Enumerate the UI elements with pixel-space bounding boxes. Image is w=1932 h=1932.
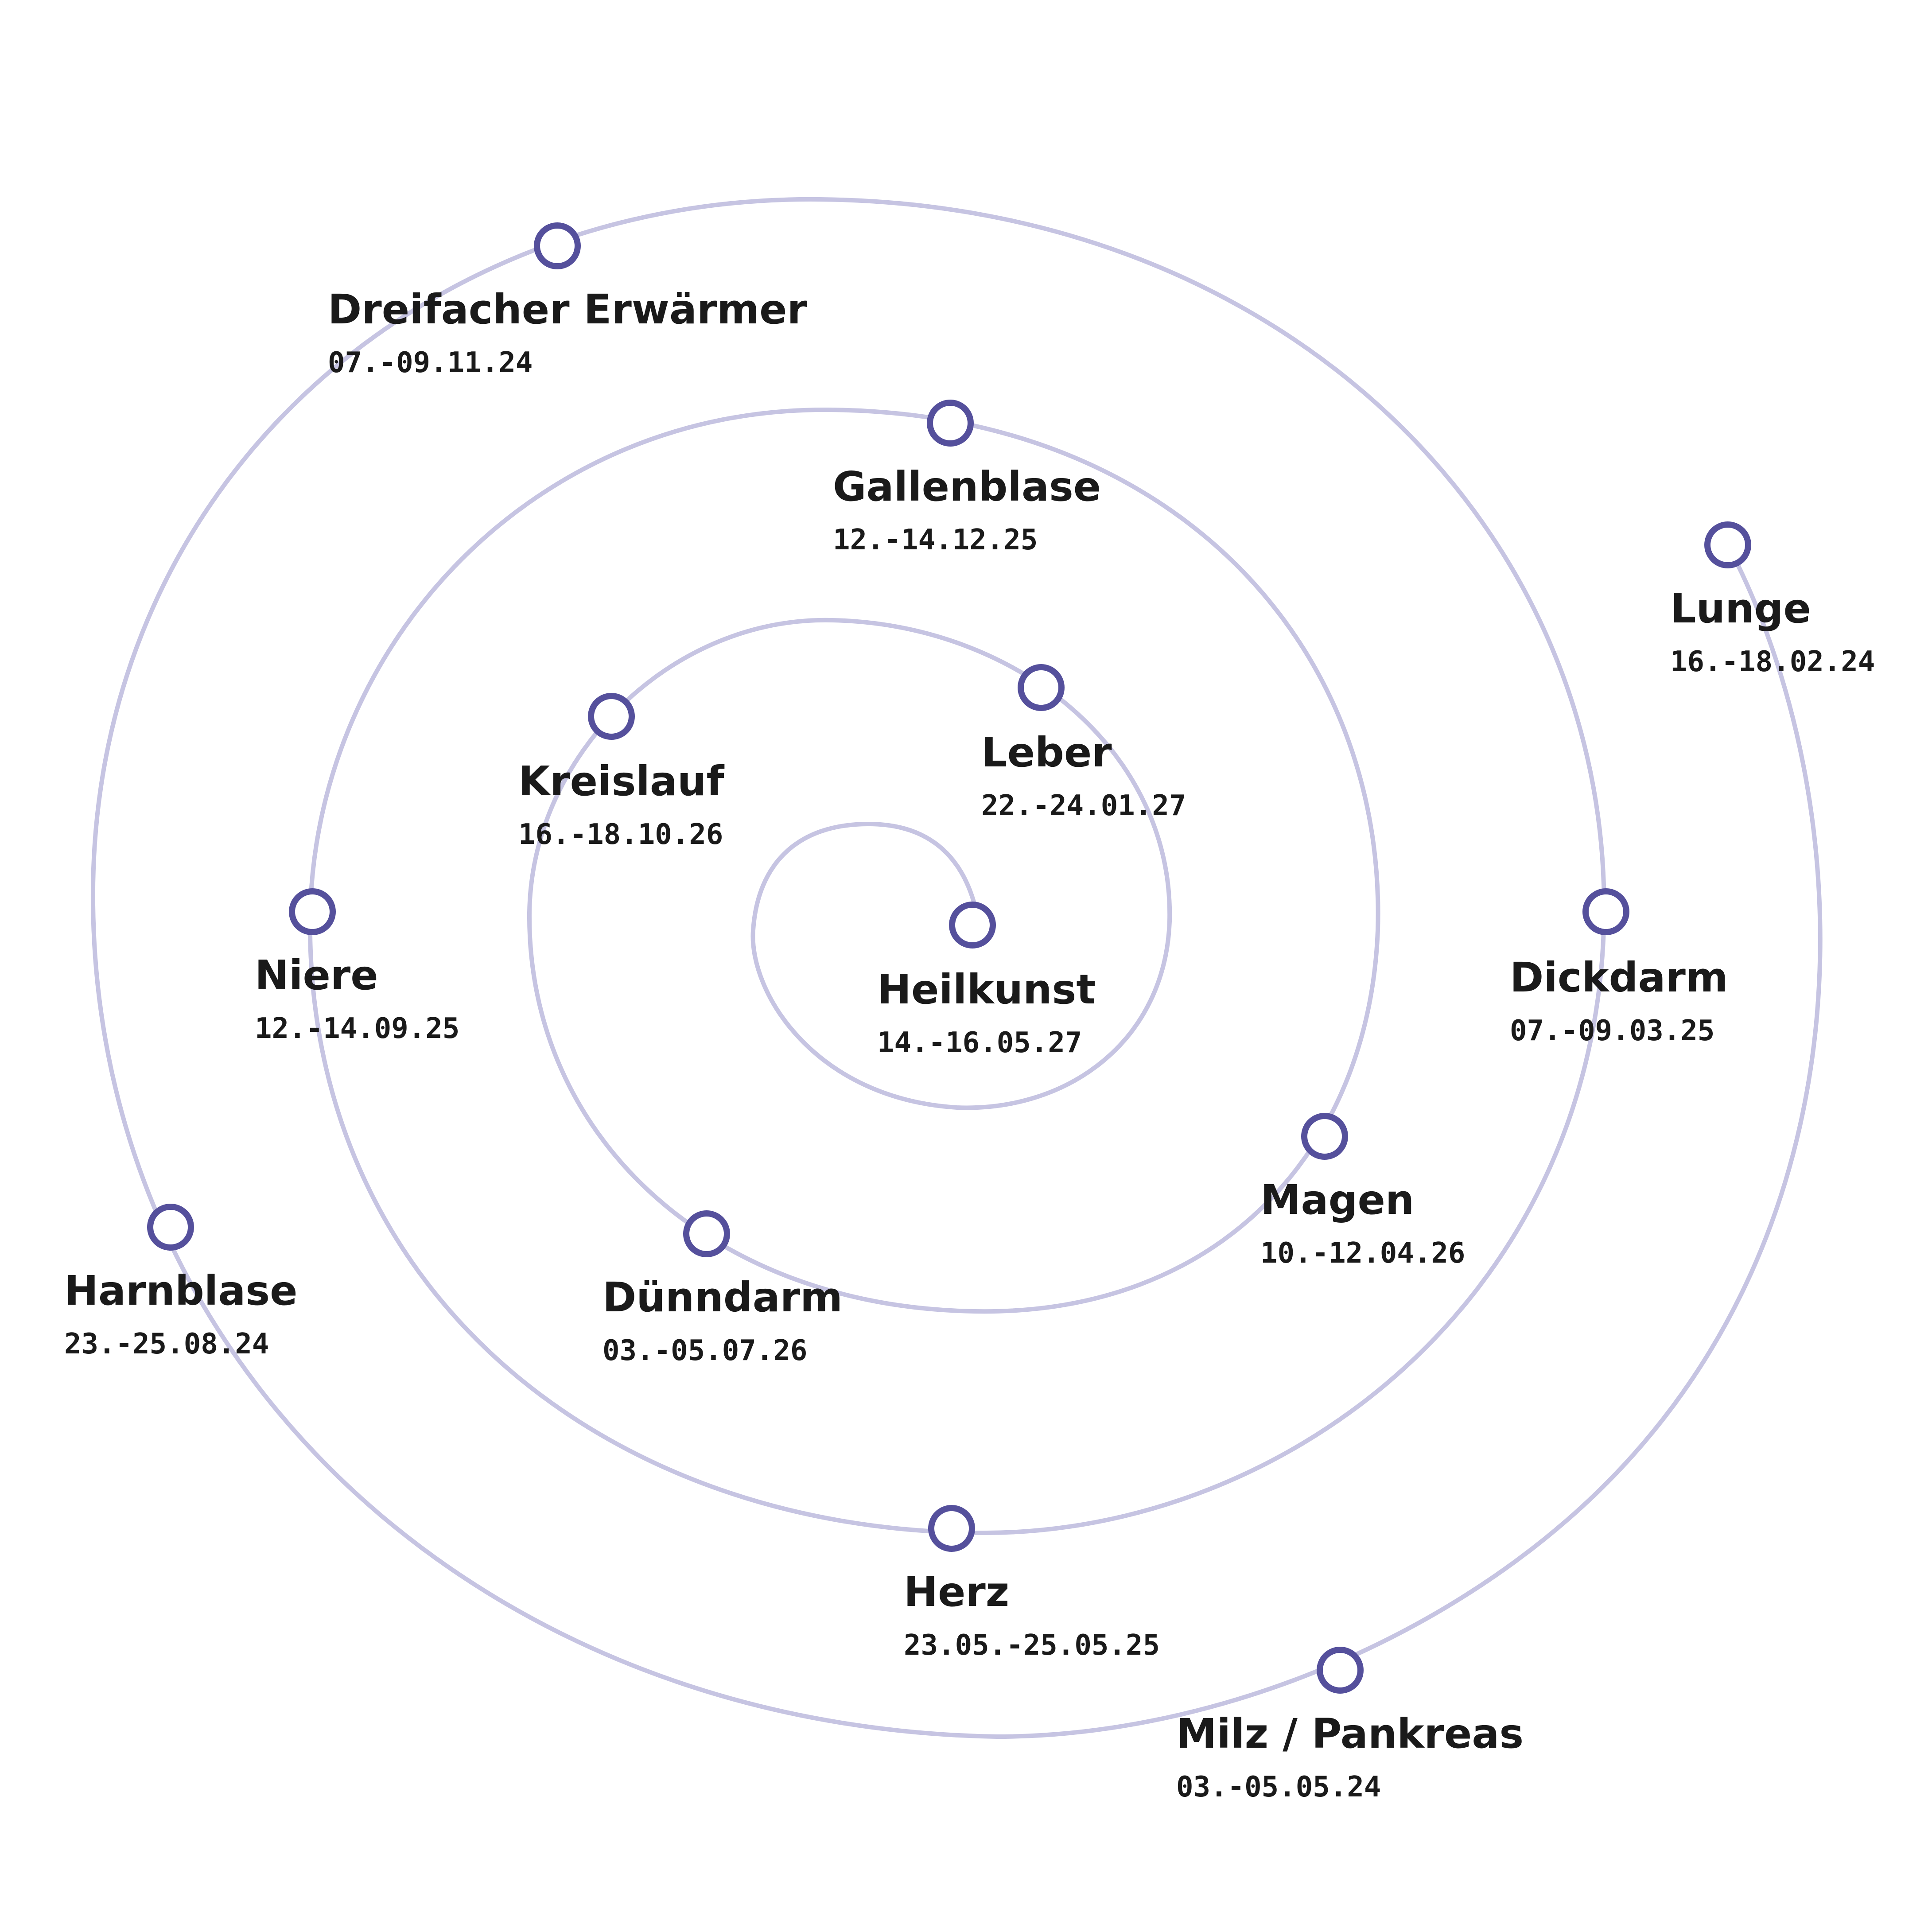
node-magen[interactable]: Magen 10.-12.04.26 xyxy=(1260,1113,1465,1270)
node-marker-icon xyxy=(683,1210,730,1257)
spiral-line xyxy=(90,197,1823,1739)
node-marker-icon xyxy=(1301,1113,1348,1160)
node-dickdarm[interactable]: Dickdarm 07.-09.03.25 xyxy=(1510,888,1728,1047)
node-name: Lunge xyxy=(1670,585,1811,632)
node-date: 03.-05.07.26 xyxy=(603,1334,807,1367)
node-marker-icon xyxy=(927,400,974,447)
node-marker-icon xyxy=(147,1204,194,1251)
node-date: 07.-09.11.24 xyxy=(328,346,533,379)
node-marker-icon xyxy=(588,693,635,740)
node-heilkunst[interactable]: Heilkunst 14.-16.05.27 xyxy=(877,902,1096,1059)
node-date: 14.-16.05.27 xyxy=(877,1026,1082,1059)
node-name: Milz / Pankreas xyxy=(1176,1710,1524,1757)
node-date: 12.-14.09.25 xyxy=(255,1012,459,1045)
node-name: Leber xyxy=(981,729,1112,776)
node-date: 16.-18.02.24 xyxy=(1670,645,1875,678)
node-date: 07.-09.03.25 xyxy=(1510,1015,1714,1047)
node-herz[interactable]: Herz 23.05.-25.05.25 xyxy=(904,1505,1160,1662)
node-date: 10.-12.04.26 xyxy=(1260,1237,1465,1270)
node-marker-icon xyxy=(1582,888,1629,935)
node-date: 22.-24.01.27 xyxy=(981,789,1186,822)
node-milz-pankreas[interactable]: Milz / Pankreas 03.-05.05.24 xyxy=(1176,1647,1524,1804)
node-harnblase[interactable]: Harnblase 23.-25.08.24 xyxy=(64,1204,298,1361)
node-duenndarm[interactable]: Dünndarm 03.-05.07.26 xyxy=(603,1210,843,1367)
node-leber[interactable]: Leber 22.-24.01.27 xyxy=(981,664,1186,822)
node-marker-icon xyxy=(1018,664,1065,711)
node-lunge[interactable]: Lunge 16.-18.02.24 xyxy=(1670,521,1875,678)
node-name: Dünndarm xyxy=(603,1274,843,1321)
node-date: 23.05.-25.05.25 xyxy=(904,1629,1160,1662)
node-name: Heilkunst xyxy=(877,966,1096,1013)
node-name: Dickdarm xyxy=(1510,954,1728,1001)
node-kreislauf[interactable]: Kreislauf 16.-18.10.26 xyxy=(518,693,724,851)
node-dreifacher-erwaermer[interactable]: Dreifacher Erwärmer 07.-09.11.24 xyxy=(328,222,808,379)
node-name: Herz xyxy=(904,1568,1009,1616)
node-date: 12.-14.12.25 xyxy=(833,524,1038,556)
node-name: Magen xyxy=(1260,1176,1414,1224)
node-name: Harnblase xyxy=(64,1267,298,1314)
node-date: 03.-05.05.24 xyxy=(1176,1771,1381,1804)
node-name: Gallenblase xyxy=(833,463,1101,510)
node-marker-icon xyxy=(928,1505,975,1552)
node-niere[interactable]: Niere 12.-14.09.25 xyxy=(255,888,459,1045)
node-date: 23.-25.08.24 xyxy=(64,1328,269,1361)
node-name: Dreifacher Erwärmer xyxy=(328,286,808,333)
node-gallenblase[interactable]: Gallenblase 12.-14.12.25 xyxy=(833,400,1101,556)
node-marker-icon xyxy=(289,888,336,935)
node-name: Kreislauf xyxy=(518,758,724,805)
node-name: Niere xyxy=(255,952,378,999)
node-marker-icon xyxy=(1704,521,1751,568)
node-marker-icon xyxy=(534,222,581,269)
node-date: 16.-18.10.26 xyxy=(518,818,723,851)
node-marker-icon xyxy=(1317,1647,1364,1694)
node-marker-icon xyxy=(949,902,996,949)
